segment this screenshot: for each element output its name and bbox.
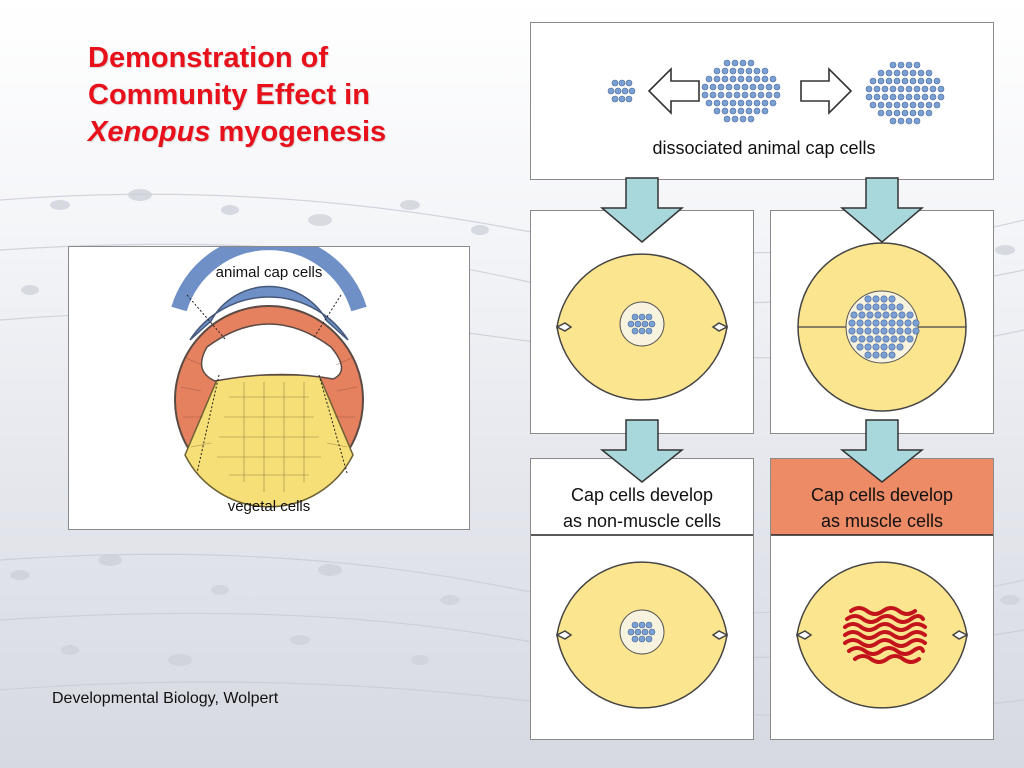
title-line-1: Demonstration of — [88, 42, 329, 74]
muscle-outcome-line-2: as muscle cells — [821, 511, 943, 531]
large-aggregate-embryo-diagram — [797, 242, 967, 412]
left-arrow-icon — [647, 67, 700, 115]
blastocoel-cavity — [200, 323, 343, 382]
dissociation-diagram: dissociated animal cap cells — [607, 59, 945, 158]
embryo-section-figure: animal cap cells vegetal cells — [68, 234, 470, 530]
right-arrow-icon — [800, 67, 853, 115]
large-aggregate-embryo-panel — [770, 210, 994, 434]
muscle-fibers — [843, 606, 927, 664]
slide-title: Demonstration of Community Effect in Xen… — [88, 40, 508, 151]
muscle-outcome-panel: Cap cells develop as muscle cells — [770, 458, 994, 740]
title-line-2: Community Effect in — [88, 79, 370, 111]
small-cell-cluster — [607, 79, 636, 103]
non-muscle-outcome-diagram: Cap cells develop as non-muscle cells — [531, 485, 753, 709]
vegetal-region — [184, 374, 354, 508]
small-aggregate-embryo-panel — [530, 210, 754, 434]
host-embryo — [796, 561, 968, 709]
dissociated-cells-label: dissociated animal cap cells — [652, 138, 875, 158]
vegetal-cells-label: vegetal cells — [228, 498, 311, 515]
large-cell-cluster — [701, 59, 781, 123]
animal-cap-region — [189, 285, 349, 341]
dissociation-panel: dissociated animal cap cells — [530, 22, 994, 180]
reaggregated-cell-cluster — [865, 61, 945, 125]
small-aggregate-embryo-diagram — [556, 253, 728, 401]
muscle-outcome-diagram: Cap cells develop as muscle cells — [771, 459, 993, 709]
non-muscle-outcome-panel: Cap cells develop as non-muscle cells — [530, 458, 754, 740]
non-muscle-outcome-line-1: Cap cells develop — [571, 485, 713, 505]
title-line-3: Xenopus myogenesis — [88, 114, 508, 151]
embryo-section-diagram: animal cap cells vegetal cells — [171, 234, 367, 515]
title-line-3-rest: myogenesis — [210, 116, 387, 148]
title-species: Xenopus — [88, 116, 211, 148]
muscle-outcome-line-1: Cap cells develop — [811, 485, 953, 505]
non-muscle-outcome-line-2: as non-muscle cells — [563, 511, 721, 531]
animal-cap-cells-label: animal cap cells — [216, 264, 323, 281]
source-credit: Developmental Biology, Wolpert — [52, 690, 279, 707]
